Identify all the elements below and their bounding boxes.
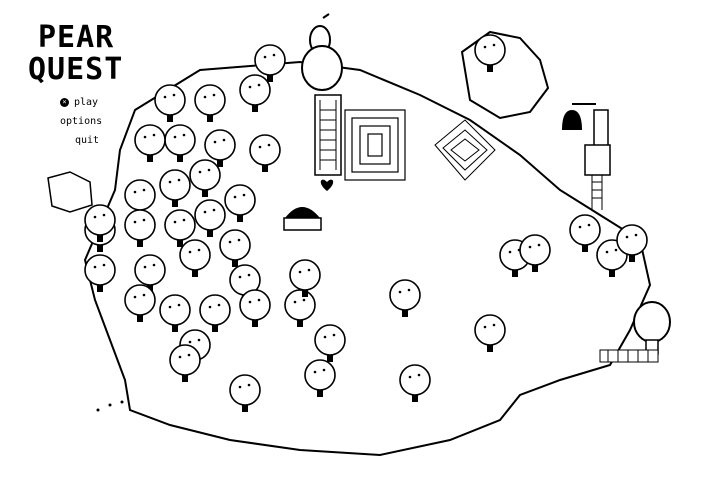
tree-icon [134, 254, 166, 292]
tree-icon [84, 204, 116, 242]
tree-icon [616, 224, 648, 262]
tree-icon [199, 294, 231, 332]
bell-tower [584, 144, 611, 176]
game-title: PEAR QUEST [28, 22, 148, 86]
tree-icon [84, 254, 116, 292]
right-dock [599, 349, 659, 363]
tree-icon [314, 324, 346, 362]
menu-item-play[interactable]: × play [60, 93, 150, 112]
stepping-stones [96, 400, 124, 412]
tree-icon [224, 184, 256, 222]
maze-block [344, 109, 406, 181]
tree-icon [204, 129, 236, 167]
tree-icon [179, 239, 211, 277]
tree-icon [124, 209, 156, 247]
tree-icon [159, 169, 191, 207]
mirror-icon [633, 301, 671, 355]
tree-icon [474, 34, 506, 72]
tree-icon [239, 74, 271, 112]
menu-item-label: options [60, 116, 103, 127]
tree-icon [474, 314, 506, 352]
heart-icon [320, 179, 334, 191]
tree-icon [284, 289, 316, 327]
title-line-1: PEAR [38, 20, 115, 55]
title-line-2: QUEST [28, 52, 124, 87]
forest [84, 34, 648, 412]
tree-icon [194, 84, 226, 122]
main-menu: × play options quit [60, 93, 150, 150]
floating-island [460, 30, 550, 120]
tree-icon [124, 284, 156, 322]
cursor-icon: × [60, 98, 69, 107]
tree-icon [289, 259, 321, 297]
tree-icon [154, 84, 186, 122]
pyramid [434, 119, 496, 181]
tree-icon [164, 209, 196, 247]
tree-icon [569, 214, 601, 252]
central-tower [314, 94, 342, 176]
tree-icon [249, 134, 281, 172]
tree-icon [194, 199, 226, 237]
tree-icon [389, 279, 421, 317]
menu-item-quit[interactable]: quit [60, 131, 150, 150]
tree-icon [159, 294, 191, 332]
tree-icon [519, 234, 551, 272]
tree-icon [219, 229, 251, 267]
pear-icon [301, 13, 343, 91]
left-ledge [47, 171, 93, 213]
bell-icon [562, 103, 609, 151]
tree-icon [229, 374, 261, 412]
menu-item-label: play [74, 97, 99, 108]
tree-icon [169, 344, 201, 382]
tree-icon [189, 159, 221, 197]
dome-building [283, 207, 322, 231]
menu-item-options[interactable]: options [60, 112, 150, 131]
tree-icon [134, 124, 166, 162]
tree-icon [254, 44, 286, 82]
menu-item-label: quit [75, 135, 100, 146]
island-outline [83, 60, 652, 457]
tree-icon [399, 364, 431, 402]
tree-icon [239, 289, 271, 327]
tree-icon [304, 359, 336, 397]
